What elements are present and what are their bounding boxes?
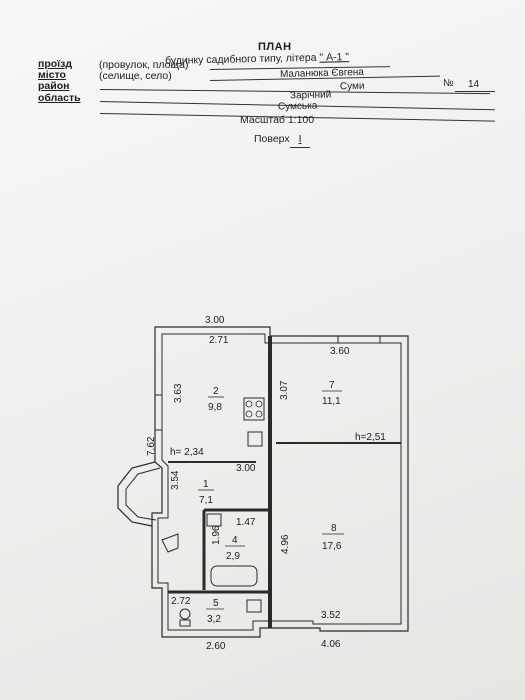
room-area: 2,9 (226, 551, 240, 562)
height-right: h=2,51 (355, 432, 386, 443)
label-misto: місто (38, 69, 66, 81)
stairs (161, 533, 179, 553)
room-4-label: 4 2,9 (225, 535, 245, 562)
room-7-label: 7 11,1 (322, 380, 342, 407)
room-1-label: 1 7,1 (198, 479, 214, 506)
dim-left-outer: 7.62 (146, 436, 157, 456)
dim-top-inner: 2.71 (209, 335, 229, 346)
dim-room5-width: 2.72 (171, 596, 191, 607)
label-proizd: проїзд (38, 58, 73, 70)
street-note: (провулок, площа) (99, 59, 189, 71)
toilet-icon (179, 608, 191, 620)
room-number: 2 (213, 386, 219, 397)
outer-wall-outer (151, 326, 409, 638)
number-value: 14 (468, 79, 480, 90)
settlement-note: (селище, село) (99, 70, 172, 82)
room-5-label: 5 3,2 (206, 598, 224, 625)
room-area: 9,8 (208, 402, 222, 413)
room-number: 7 (329, 380, 335, 391)
dim-corridor-width: 3.00 (236, 463, 256, 474)
scale-text: Масштаб 1:100 (240, 114, 315, 126)
room-2-label: 2 9,8 (208, 386, 224, 413)
dim-bottom-left: 2.60 (206, 641, 226, 652)
dim-room8-height: 4.96 (280, 534, 291, 554)
dim-room4-height: 1.96 (211, 525, 222, 545)
room-8-label: 8 17,6 (322, 523, 344, 552)
dim-left-lower: 3.54 (170, 470, 181, 490)
room-number: 1 (203, 479, 209, 490)
bathtub-icon (210, 565, 258, 587)
dim-top-outer: 3.00 (205, 315, 225, 326)
rule-number (455, 91, 495, 92)
label-raion: район (38, 80, 70, 92)
dim-left-upper: 3.63 (173, 383, 184, 403)
dim-right-bottom: 3.52 (321, 610, 341, 621)
dim-mid-vertical: 3.07 (279, 380, 290, 400)
number-label: № (443, 78, 454, 89)
dim-room4-width: 1.47 (236, 517, 256, 528)
room-area: 3,2 (207, 614, 221, 625)
sink-icon (247, 431, 263, 447)
sink-icon-room5 (246, 599, 262, 613)
label-oblast: область (38, 92, 81, 104)
room-number: 4 (232, 535, 238, 546)
room-area: 11,1 (322, 396, 341, 407)
height-left: h= 2,34 (170, 447, 204, 458)
room-area: 17,6 (322, 541, 342, 552)
room-number: 5 (213, 598, 219, 609)
washbasin-icon (206, 513, 222, 527)
room-number: 8 (331, 523, 337, 534)
rule-floor (290, 147, 310, 148)
bay-window (117, 461, 156, 527)
room-area: 7,1 (199, 495, 213, 506)
bay-window-inner (125, 467, 161, 521)
outer-wall-inner (157, 333, 402, 631)
doc-title: ПЛАН (258, 41, 292, 53)
floor-label-text: Поверх (254, 133, 290, 145)
floor-value: I (298, 133, 302, 145)
dim-right-top: 3.60 (330, 346, 350, 357)
floor-label: Поверх I (254, 134, 302, 145)
dim-bottom-right: 4.06 (321, 639, 341, 650)
stove-icon (243, 397, 265, 421)
